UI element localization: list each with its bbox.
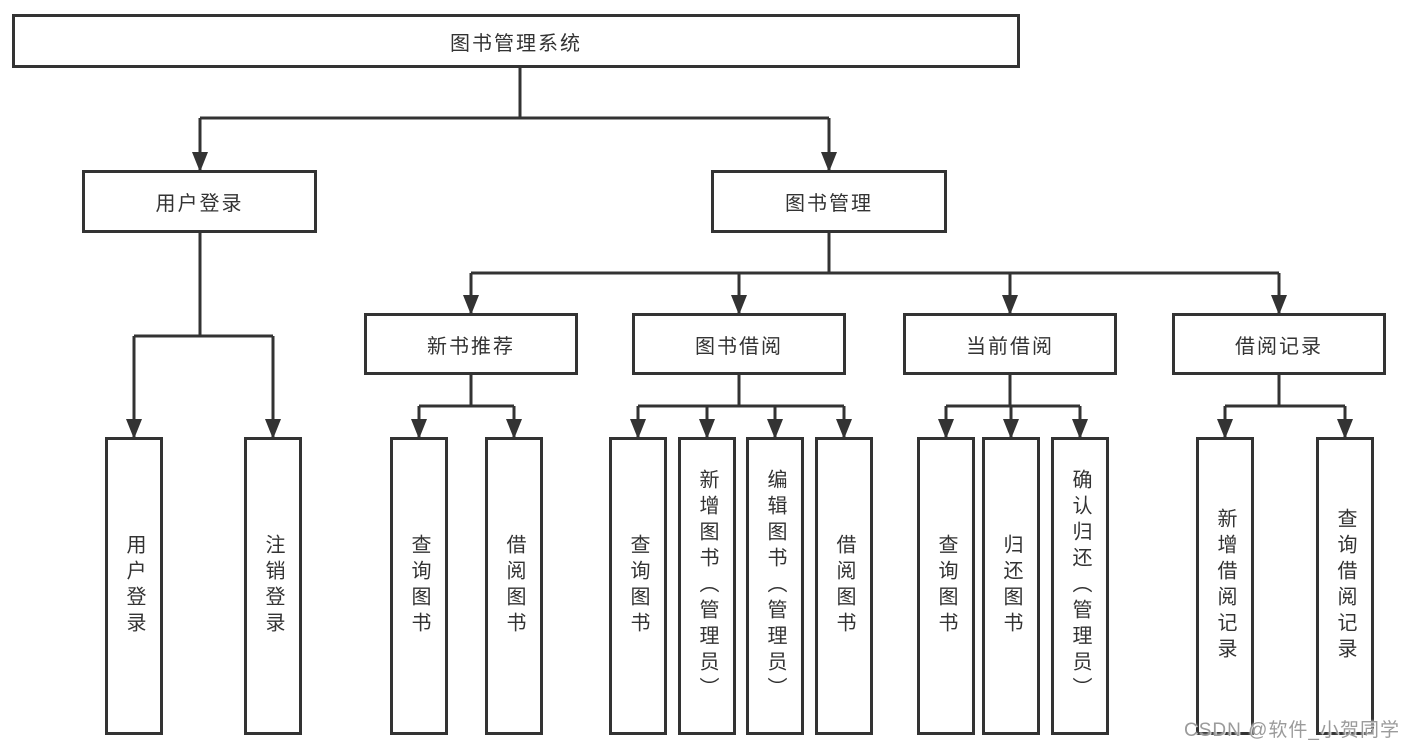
node-book-management: 图书管理: [711, 170, 947, 233]
leaf-return-books: 归还图书: [982, 437, 1040, 735]
connector-trunk-borrow-records: [1225, 375, 1345, 408]
leaf-borrow-books: 借阅图书: [815, 437, 873, 735]
node-new-book-recommend: 新书推荐: [364, 313, 578, 375]
leaf-add-books-admin: 新增图书（管理员）: [678, 437, 736, 735]
leaf-borrow-books: 借阅图书: [485, 437, 543, 735]
node-borrow-records: 借阅记录: [1172, 313, 1386, 375]
csdn-watermark: CSDN @软件_小贺同学: [1184, 720, 1400, 741]
leaf-query-books: 查询图书: [609, 437, 667, 735]
connector-trunk-new-book-recommend: [419, 375, 514, 408]
leaf-query-borrow-record: 查询借阅记录: [1316, 437, 1374, 735]
node-current-borrow: 当前借阅: [903, 313, 1117, 375]
leaf-edit-books-admin: 编辑图书（管理员）: [746, 437, 804, 735]
leaf-confirm-return-admin: 确认归还（管理员）: [1051, 437, 1109, 735]
connector-trunk-book-borrow: [638, 375, 844, 408]
connector-trunk-user-login: [134, 233, 273, 338]
leaf-logout: 注销登录: [244, 437, 302, 735]
node-user-login: 用户登录: [82, 170, 317, 233]
connector-trunk-current-borrow: [946, 375, 1080, 408]
leaf-query-books: 查询图书: [917, 437, 975, 735]
leaf-user-login: 用户登录: [105, 437, 163, 735]
node-root-system: 图书管理系统: [12, 14, 1020, 68]
leaf-add-borrow-record: 新增借阅记录: [1196, 437, 1254, 735]
leaf-query-books: 查询图书: [390, 437, 448, 735]
connector-trunk-book-management: [471, 233, 1279, 275]
node-book-borrow: 图书借阅: [632, 313, 846, 375]
connector-trunk-root: [200, 68, 829, 120]
